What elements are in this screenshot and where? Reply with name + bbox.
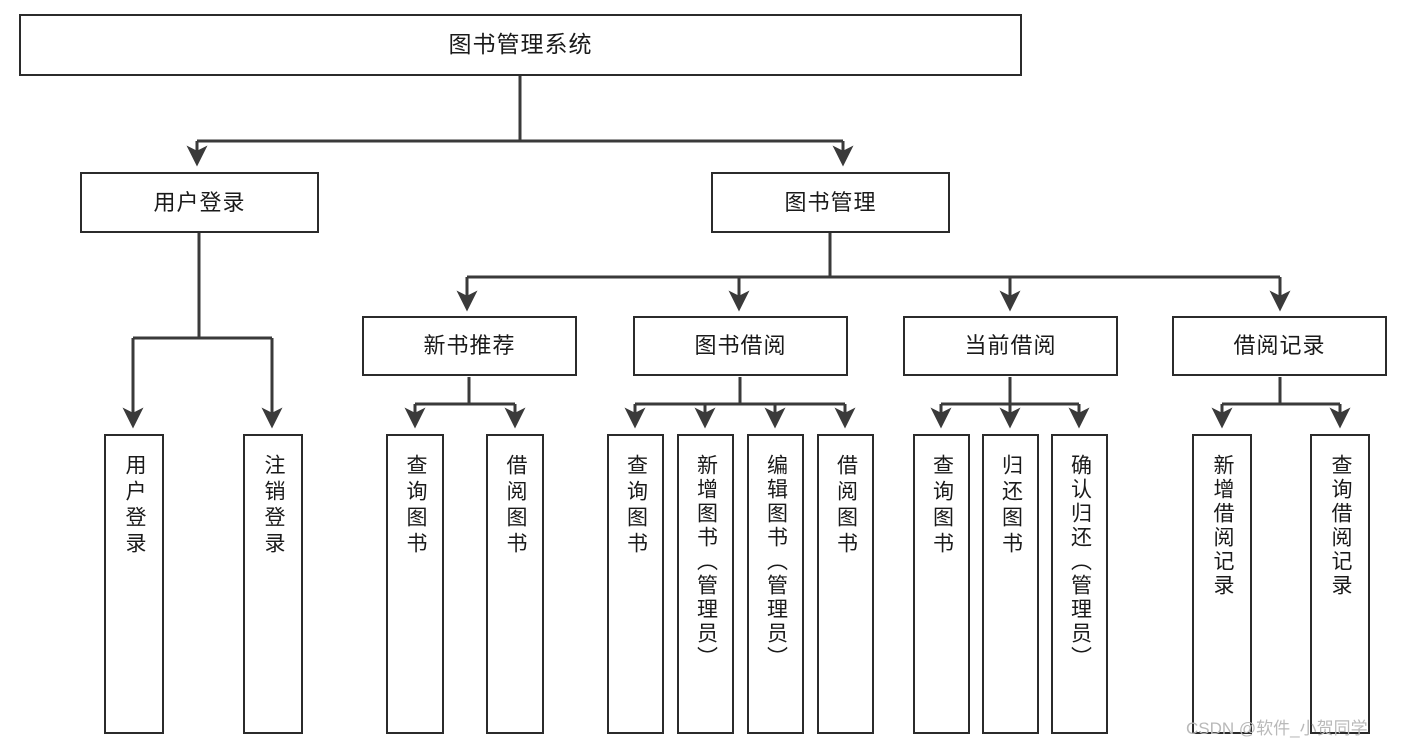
node-label: 新增借阅记录 [1211, 454, 1235, 598]
node-label: 查询图书 [930, 454, 954, 558]
node-label: 查询图书 [624, 454, 648, 558]
node-root-book-management-system[interactable]: 图书管理系统 [19, 14, 1022, 76]
node-label: 新增图书（管理员） [694, 454, 718, 670]
node-leaf-confirm-return[interactable]: 确认归还（管理员） [1051, 434, 1108, 734]
node-label: 归还图书 [999, 454, 1023, 558]
node-user-login[interactable]: 用户登录 [80, 172, 319, 233]
node-label: 图书管理系统 [448, 31, 593, 58]
node-leaf-borrow-book-1[interactable]: 借阅图书 [486, 434, 544, 734]
node-new-book-recommend[interactable]: 新书推荐 [362, 316, 577, 376]
node-leaf-borrow-book-2[interactable]: 借阅图书 [817, 434, 874, 734]
node-label: 编辑图书（管理员） [764, 454, 788, 670]
node-leaf-query-book-3[interactable]: 查询图书 [913, 434, 970, 734]
node-label: 图书管理 [784, 189, 877, 215]
node-label: 用户登录 [153, 189, 246, 215]
node-label: 新书推荐 [423, 333, 516, 359]
node-leaf-user-login[interactable]: 用户登录 [104, 434, 164, 734]
node-leaf-user-logout[interactable]: 注销登录 [243, 434, 303, 734]
node-book-borrow[interactable]: 图书借阅 [633, 316, 848, 376]
node-leaf-return-book[interactable]: 归还图书 [982, 434, 1039, 734]
node-leaf-add-book[interactable]: 新增图书（管理员） [677, 434, 734, 734]
node-label: 借阅记录 [1233, 333, 1326, 359]
node-label: 查询图书 [404, 454, 428, 558]
node-leaf-edit-book[interactable]: 编辑图书（管理员） [747, 434, 804, 734]
node-leaf-add-record[interactable]: 新增借阅记录 [1192, 434, 1252, 734]
node-leaf-query-record[interactable]: 查询借阅记录 [1310, 434, 1370, 734]
csdn-watermark: CSDN @软件_小贺同学 [1186, 719, 1368, 738]
node-label: 借阅图书 [834, 454, 858, 558]
node-leaf-query-book-2[interactable]: 查询图书 [607, 434, 664, 734]
node-book-management[interactable]: 图书管理 [711, 172, 950, 233]
node-current-borrow[interactable]: 当前借阅 [903, 316, 1118, 376]
node-label: 确认归还（管理员） [1068, 454, 1092, 670]
node-borrow-record[interactable]: 借阅记录 [1172, 316, 1387, 376]
node-label: 借阅图书 [504, 454, 528, 558]
node-label: 图书借阅 [694, 333, 787, 359]
node-leaf-query-book-1[interactable]: 查询图书 [386, 434, 444, 734]
node-label: 查询借阅记录 [1329, 454, 1353, 598]
node-label: 用户登录 [123, 454, 147, 558]
node-label: 注销登录 [262, 454, 286, 558]
node-label: 当前借阅 [964, 333, 1057, 359]
